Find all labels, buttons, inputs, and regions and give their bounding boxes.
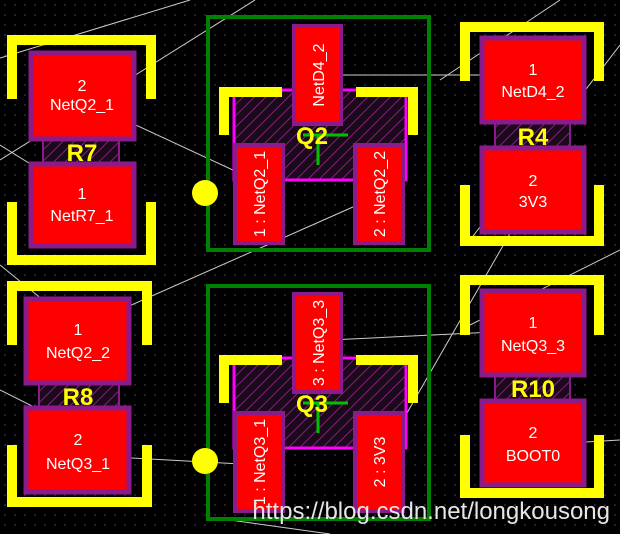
r7-pad-2-net: NetR7_1 — [50, 208, 113, 225]
r8-designator: R8 — [63, 384, 94, 411]
r10-pad-1-number: 1 — [529, 315, 538, 332]
r7-pad-1-number: 2 — [78, 78, 87, 95]
q3-pad-left[interactable] — [233, 411, 285, 513]
r4-pad-1-net: NetD4_2 — [501, 84, 564, 101]
r4-pad-2[interactable] — [479, 145, 587, 235]
q2-pad-top-net: NetD4_2 — [311, 43, 328, 106]
r8-pad-1-number: 1 — [74, 322, 83, 339]
r10-pad-2-number: 2 — [529, 425, 538, 442]
r10-pad-2-net: BOOT0 — [506, 448, 560, 465]
r4-pad-2-number: 2 — [529, 173, 538, 190]
r4-pad-2-net: 3V3 — [519, 194, 548, 211]
r4-pad-1-number: 1 — [529, 62, 538, 79]
q2-designator: Q2 — [296, 123, 328, 150]
q2-pad-left-net: 1 : NetQ2_1 — [252, 151, 269, 237]
resistor-r7[interactable]: 2 NetQ2_1 1 NetR7_1 R7 — [7, 35, 156, 265]
resistor-r4[interactable]: 1 NetD4_2 2 3V3 R4 — [460, 22, 604, 246]
q3-pad-top-net: 3 : NetQ3_3 — [311, 300, 328, 386]
r8-pad-2-net: NetQ3_1 — [46, 456, 110, 473]
q3-pin1-marker — [192, 448, 218, 474]
q2-courtyard — [206, 15, 431, 252]
r7-designator: R7 — [67, 140, 98, 167]
r4-pad-1[interactable] — [479, 35, 587, 125]
q2-pad-top[interactable] — [292, 24, 343, 126]
resistor-r8[interactable]: 1 NetQ2_2 2 NetQ3_1 R8 — [7, 281, 152, 507]
q3-pad-right-net: 2 : 3V3 — [372, 437, 389, 488]
r8-pad-2[interactable] — [23, 405, 132, 495]
r10-pad-1-net: NetQ3_3 — [501, 338, 565, 355]
r10-designator: R10 — [511, 376, 555, 403]
q3-courtyard — [206, 284, 431, 521]
r8-pad-1-net: NetQ2_2 — [46, 345, 110, 362]
r10-pad-2[interactable] — [479, 398, 587, 488]
r10-pad-1[interactable] — [479, 288, 587, 378]
r8-pad-1[interactable] — [23, 296, 132, 386]
resistor-r10[interactable]: 1 NetQ3_3 2 BOOT0 R10 — [460, 275, 604, 498]
q3-pad-right[interactable] — [353, 411, 405, 513]
r7-pad-2[interactable] — [28, 161, 137, 249]
r7-pad-2-number: 1 — [78, 186, 87, 203]
transistor-q2[interactable]: NetD4_2 1 : NetQ2_1 2 : NetQ2_2 Q2 — [192, 15, 431, 252]
q2-pad-left[interactable] — [233, 143, 285, 245]
q3-pad-top[interactable] — [292, 292, 343, 394]
q2-pad-right-net: 2 : NetQ2_2 — [372, 151, 389, 237]
q3-pad-left-net: 1 : NetQ3_1 — [252, 419, 269, 505]
r7-pad-1[interactable] — [28, 50, 137, 142]
r4-designator: R4 — [518, 124, 549, 151]
q3-designator: Q3 — [296, 391, 328, 418]
q2-pad-right[interactable] — [353, 143, 405, 245]
watermark: https://blog.csdn.net/longkousong — [252, 498, 610, 525]
r7-pad-1-net: NetQ2_1 — [50, 97, 114, 114]
transistor-q3[interactable]: 3 : NetQ3_3 1 : NetQ3_1 2 : 3V3 Q3 — [192, 284, 431, 521]
q2-pin1-marker — [192, 180, 218, 206]
r8-pad-2-number: 2 — [74, 432, 83, 449]
